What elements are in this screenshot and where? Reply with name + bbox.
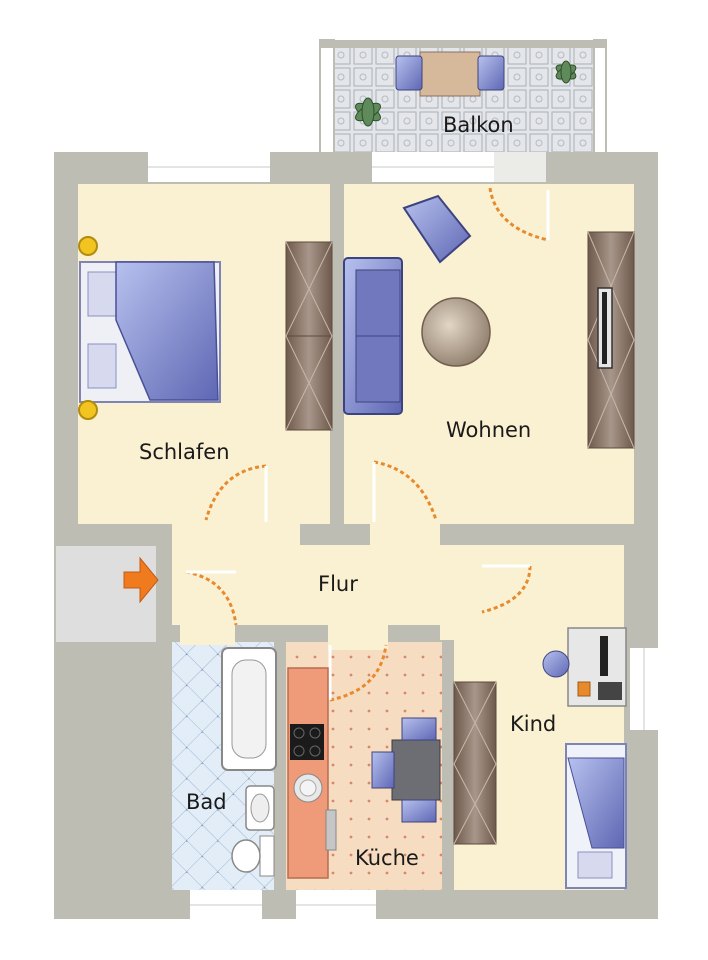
kind-wardrobe [453,681,497,845]
coffee-table [421,297,491,367]
door-arcs [185,187,549,702]
toilet [231,835,275,877]
room-label-flur: Flur [318,572,358,596]
tv-cabinet [587,231,635,449]
room-label-balkon: Balkon [443,113,514,137]
wardrobe [285,241,333,431]
washbasin [245,785,275,831]
room-label-kind: Kind [510,712,557,736]
desk [542,627,627,707]
kitchen-dining-set [371,717,441,823]
double-bed [79,261,221,403]
lamp-icon [78,236,98,420]
arrow-right-icon [123,556,159,604]
kitchen-counter [287,667,337,879]
room-label-bad: Bad [186,790,227,814]
single-bed [565,743,627,889]
door-leaves [186,190,550,700]
balcony-table-set [395,51,505,97]
windows [148,152,658,920]
room-label-wohnen: Wohnen [446,418,532,442]
room-label-schlafen: Schlafen [139,440,230,464]
sofa [343,257,403,415]
bathtub [221,647,277,771]
armchair [402,194,472,264]
room-label-kueche: Küche [355,846,419,870]
plant-icon [355,60,577,127]
